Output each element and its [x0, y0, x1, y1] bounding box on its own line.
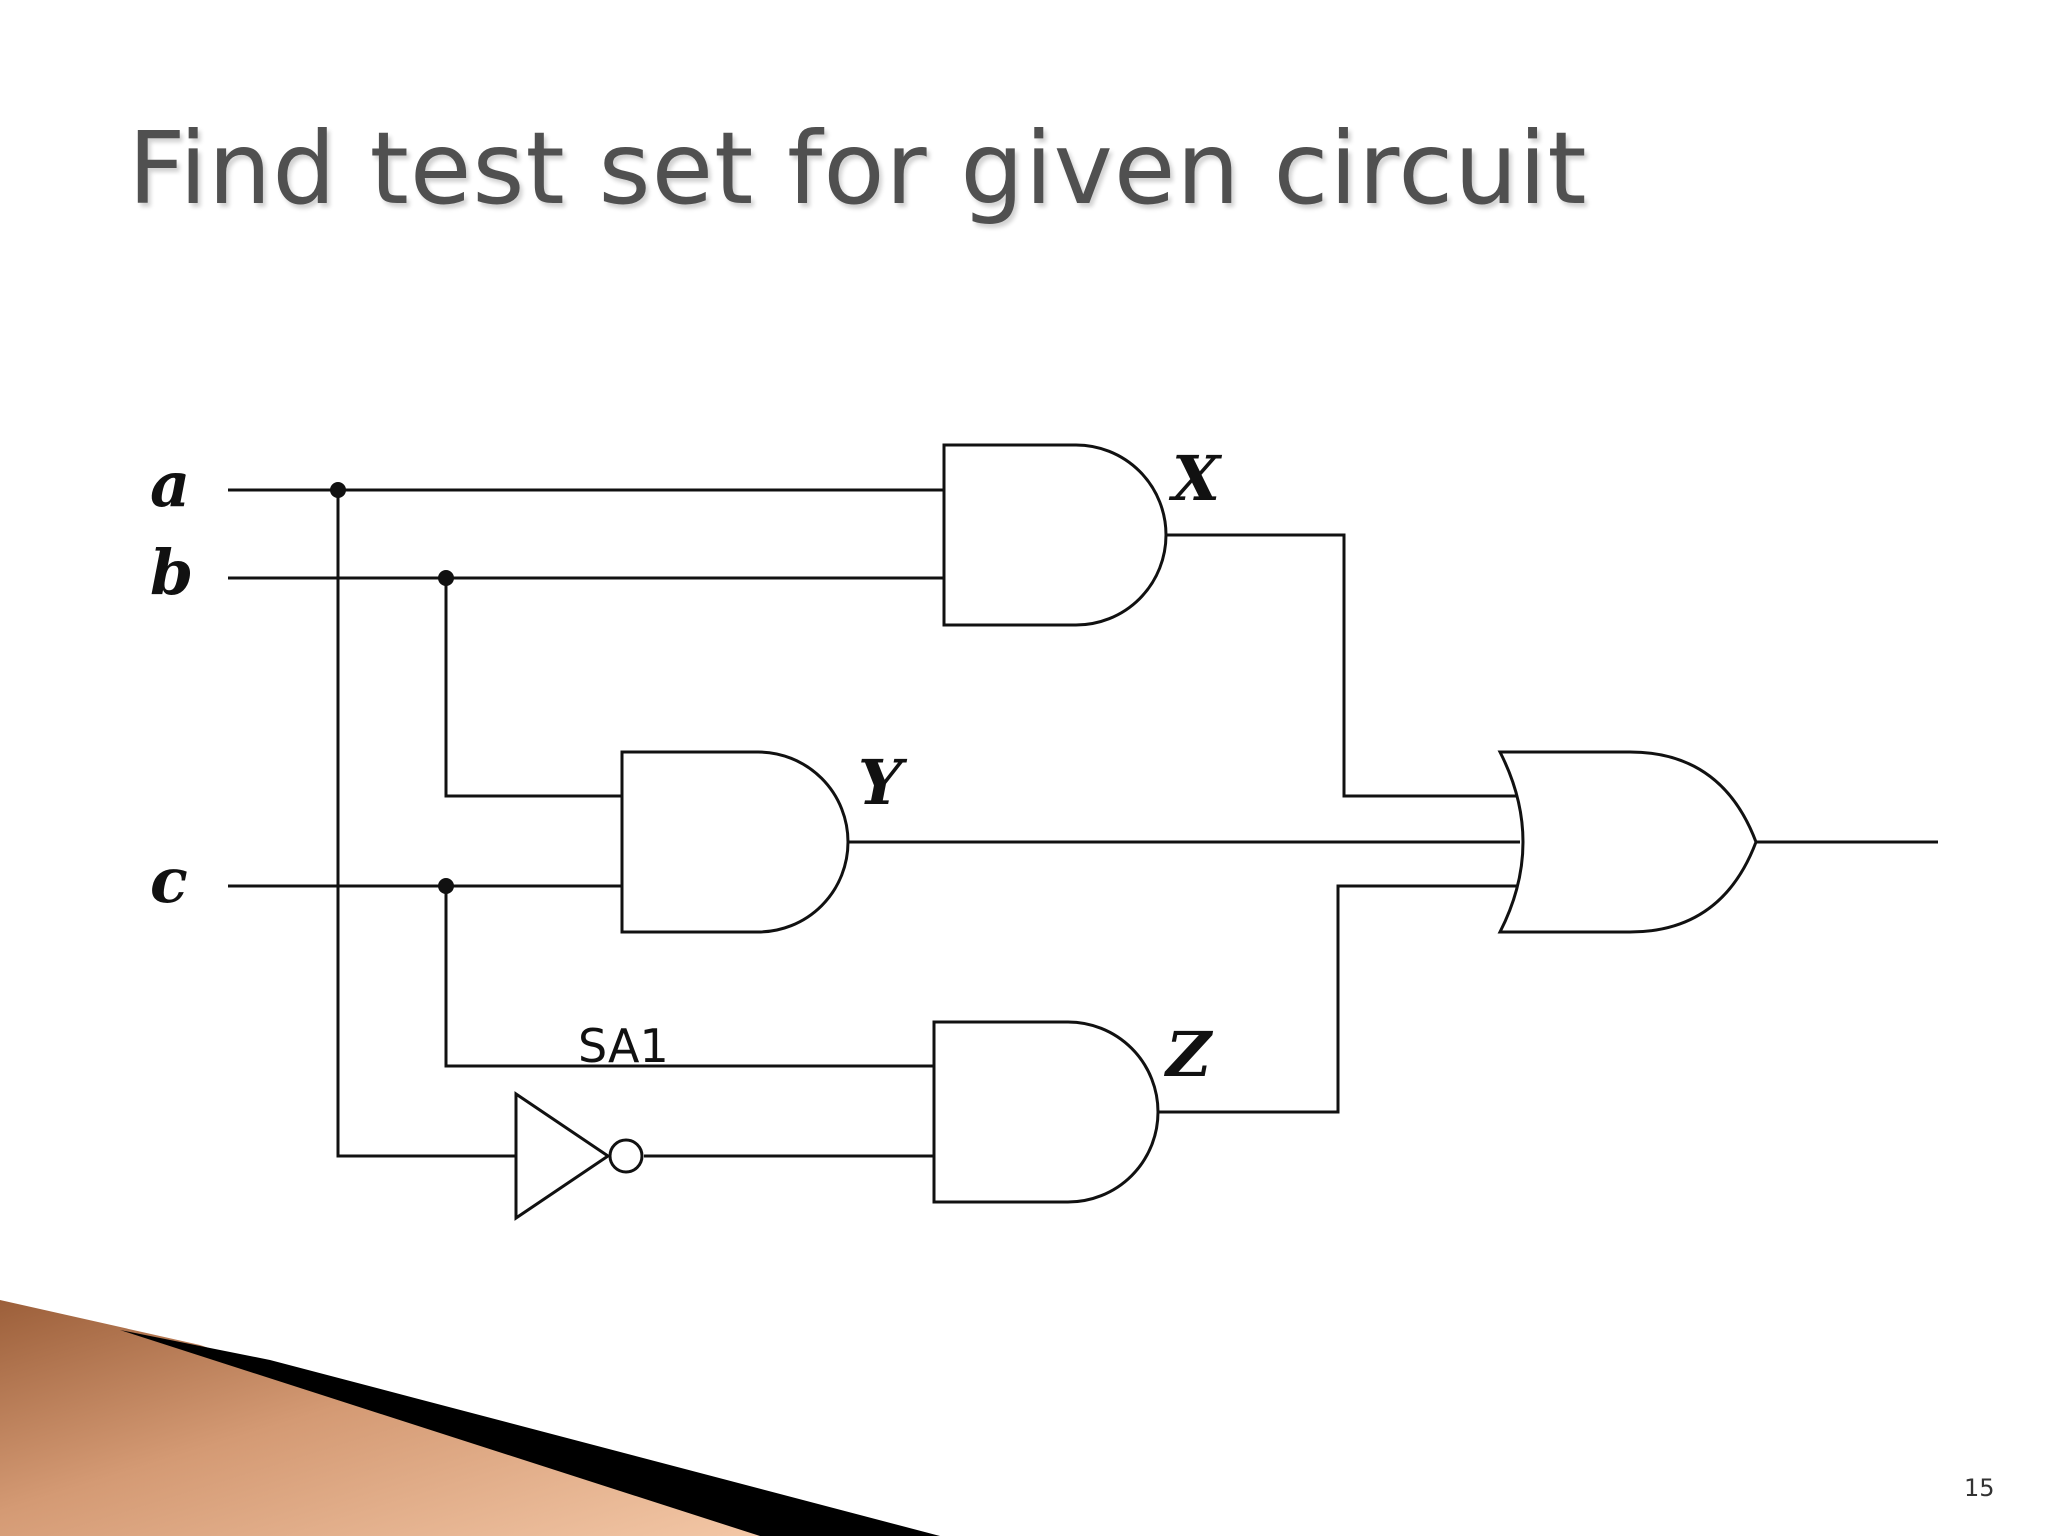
and-gate-x	[942, 443, 1168, 627]
input-label-c: c	[150, 844, 188, 917]
output-label-z: Z	[1163, 1018, 1214, 1091]
not-gate-bubble	[608, 1138, 644, 1174]
input-label-b: b	[150, 536, 193, 609]
page-number: 15	[1964, 1474, 1995, 1502]
junction-c	[438, 878, 454, 894]
decor-black-stripe	[120, 1330, 940, 1536]
wire-c-branch	[444, 886, 934, 1068]
wire-a-branch	[336, 490, 516, 1158]
and-gate-z	[932, 1020, 1160, 1204]
fault-label-sa1: SA1	[578, 1019, 669, 1073]
wire-b-branch	[444, 578, 622, 798]
not-gate	[514, 1091, 611, 1221]
output-label-y: Y	[858, 746, 908, 819]
output-label-x: X	[1168, 442, 1223, 515]
decor-copper-wedge	[0, 1300, 760, 1536]
and-gate-y	[620, 750, 850, 934]
input-label-a: a	[150, 448, 190, 521]
or-gate	[1497, 750, 1758, 934]
wire-z-out	[1158, 884, 1520, 1114]
junction-a	[330, 482, 346, 498]
junction-b	[438, 570, 454, 586]
wire-x-out	[1166, 533, 1520, 798]
slide-title: Find test set for given circuit	[128, 110, 1588, 227]
